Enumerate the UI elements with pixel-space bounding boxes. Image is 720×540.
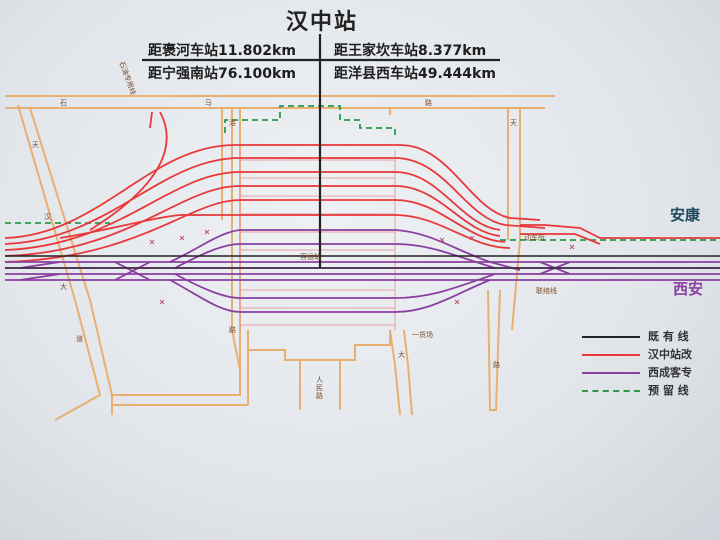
legend-item-reserved: 预 留 线 xyxy=(582,381,720,401)
road-left-block xyxy=(112,108,241,396)
distance-yangxian-west: 距洋县西车站49.444km xyxy=(334,66,496,82)
direction-xian: 西安 xyxy=(673,280,704,298)
label-road-mid: 洛 xyxy=(229,119,236,127)
reserved-lines xyxy=(5,105,720,241)
legend-label-rebuild: 汉中站改 xyxy=(648,348,692,361)
legend-item-xicheng: 西成客专 xyxy=(582,363,720,383)
oil-branch-curve xyxy=(89,111,168,231)
reserved-top xyxy=(224,105,396,135)
legend-item-existing: 既 有 线 xyxy=(582,327,720,347)
distance-ningqiang-south: 距宁强南站76.100km xyxy=(148,66,296,82)
legend-label-xicheng: 西成客专 xyxy=(648,366,692,379)
distance-baohe: 距褒河车站11.802km xyxy=(148,43,296,59)
station-title: 汉中站 xyxy=(285,10,358,35)
legend-item-rebuild: 汉中站改 xyxy=(582,345,720,365)
distance-wangjiakan: 距王家坎车站8.377km xyxy=(334,43,487,59)
label-renmin-road: 人 民 路 xyxy=(316,376,323,400)
label-road-left-d: 道 xyxy=(76,335,83,343)
xicheng-lines xyxy=(5,229,720,313)
platforms xyxy=(239,150,396,330)
label-right-stub-a: 大 xyxy=(398,351,405,359)
label-center-small: 客运站 xyxy=(300,253,321,261)
legend-swatch-reserved xyxy=(582,390,640,392)
road-left-outer xyxy=(17,104,102,421)
direction-ankang: 安康 xyxy=(670,206,701,224)
label-connecting-line: 联络线 xyxy=(536,287,557,295)
label-road-a: 石 xyxy=(60,99,67,107)
signal-marks xyxy=(149,229,575,305)
rebuild-lines xyxy=(4,111,720,263)
road-mid-right xyxy=(389,329,401,416)
legend-swatch-xicheng xyxy=(582,372,640,374)
legend-label-reserved: 预 留 线 xyxy=(648,384,689,397)
label-right-stub-b: 路 xyxy=(493,361,500,369)
legend-swatch-rebuild xyxy=(582,354,640,356)
label-emu-depot: 动车所 xyxy=(524,234,545,242)
station-building xyxy=(247,330,391,361)
legend-swatch-existing xyxy=(582,336,640,338)
label-road-left-a: 天 xyxy=(32,141,39,149)
label-road-b: 马 xyxy=(205,99,212,107)
legend-label-existing: 既 有 线 xyxy=(648,330,689,343)
existing-lines xyxy=(5,34,720,269)
label-road-left-c: 大 xyxy=(60,283,67,291)
label-goods-yard: 一货场 xyxy=(412,331,433,339)
label-road-mid2: 路 xyxy=(229,326,236,334)
label-road-right: 天 xyxy=(510,119,517,127)
label-road-c: 路 xyxy=(425,99,432,107)
label-road-left-b: 汉 xyxy=(44,213,51,221)
road-right-lower xyxy=(487,289,501,411)
